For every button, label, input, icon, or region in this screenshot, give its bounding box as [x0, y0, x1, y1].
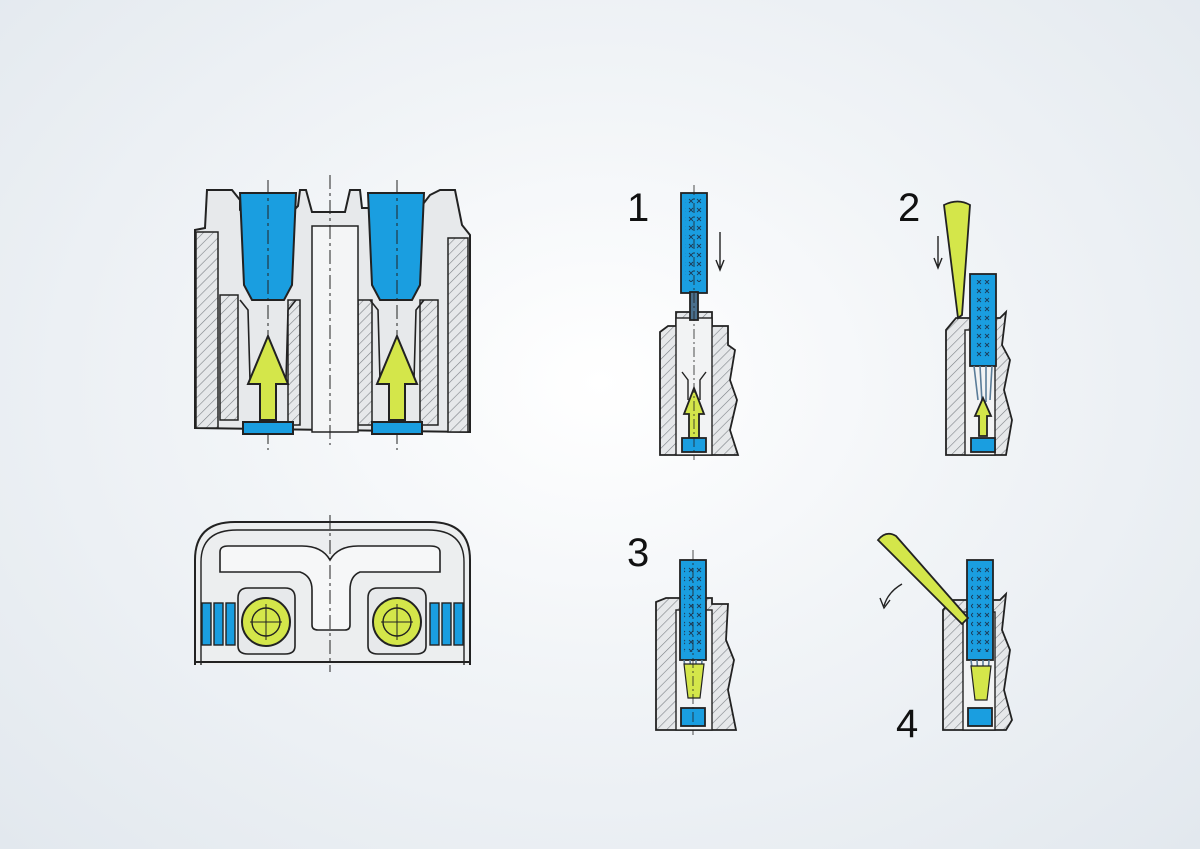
right-chamber-hatch: [357, 299, 373, 426]
step-2-label: 2: [898, 186, 921, 230]
step-2-strands: [973, 365, 993, 403]
right-pin-blue: [366, 192, 426, 301]
step-4-rotate-arrow: [879, 583, 903, 610]
step-1-label: 1: [627, 186, 650, 230]
connector-top-view: [194, 515, 471, 672]
right-chamber-hatch-2: [419, 299, 439, 426]
step-1-diagram: [659, 185, 740, 460]
step-2-base-blue: [970, 437, 996, 453]
right-blue-springs: [429, 602, 464, 646]
left-chamber-hatch: [219, 294, 239, 421]
step-4-base-blue: [967, 707, 993, 727]
step-2-arrow-yellow: [973, 395, 993, 437]
step-1-spring: [681, 371, 707, 400]
step-3-diagram: [655, 550, 738, 735]
left-base-blue: [242, 421, 294, 435]
right-arrow-yellow: [375, 333, 419, 421]
left-pin-blue: [238, 192, 298, 301]
step-4-label: 4: [896, 702, 919, 746]
step-4-tool-yellow: [876, 532, 970, 626]
step-4-crimp-yellow: [970, 665, 992, 701]
step-2-diagram: [933, 200, 1013, 456]
right-spring: [369, 299, 425, 381]
step-1-down-arrow: [715, 232, 725, 272]
left-spring: [239, 299, 297, 381]
connector-section-view: [194, 175, 471, 450]
left-arrow-yellow: [246, 333, 290, 421]
step-3-label: 3: [627, 531, 650, 575]
step-3-crimp-yellow: [683, 663, 705, 699]
center-bore: [311, 225, 359, 433]
left-wall-hatch: [195, 231, 219, 429]
top-view-inner: [200, 529, 465, 665]
step-4-diagram: [876, 532, 1013, 731]
left-chamber-hatch-2: [287, 299, 301, 426]
right-wall-hatch: [447, 237, 469, 433]
step-2-tool-yellow: [943, 200, 971, 320]
step-2-down-arrow: [933, 236, 943, 270]
top-view-slot: [219, 545, 441, 631]
left-blue-springs: [201, 602, 236, 646]
right-base-blue: [371, 421, 423, 435]
